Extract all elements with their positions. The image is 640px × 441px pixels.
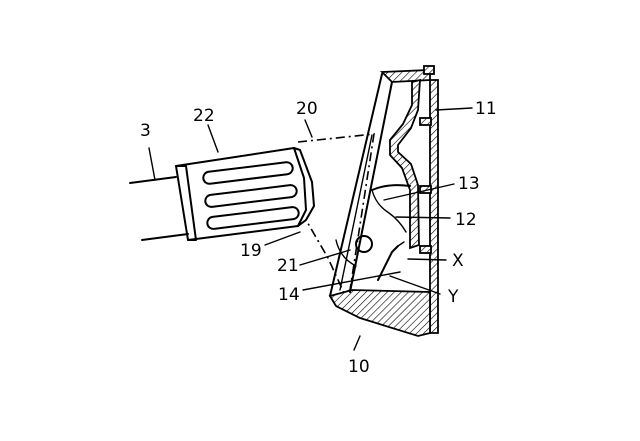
handle-grip	[176, 148, 314, 240]
label-11: 11	[475, 99, 497, 119]
label-Y: Y	[447, 287, 459, 307]
label-22: 22	[193, 106, 215, 126]
label-19: 19	[240, 241, 262, 261]
grip-slot	[203, 162, 294, 185]
grip-slot	[207, 206, 300, 229]
label-10: 10	[348, 357, 370, 377]
label-X: X	[452, 251, 464, 271]
housing-body	[330, 74, 392, 296]
label-3: 3	[140, 121, 151, 141]
pivot-pin	[356, 236, 372, 252]
lever	[372, 185, 410, 280]
label-21: 21	[277, 256, 299, 276]
grip-slot	[205, 184, 298, 207]
housing-base	[330, 290, 430, 336]
label-14: 14	[278, 285, 300, 305]
label-13: 13	[458, 174, 480, 194]
inner-rib	[390, 80, 431, 253]
label-12: 12	[455, 210, 477, 230]
label-20: 20	[296, 99, 318, 119]
